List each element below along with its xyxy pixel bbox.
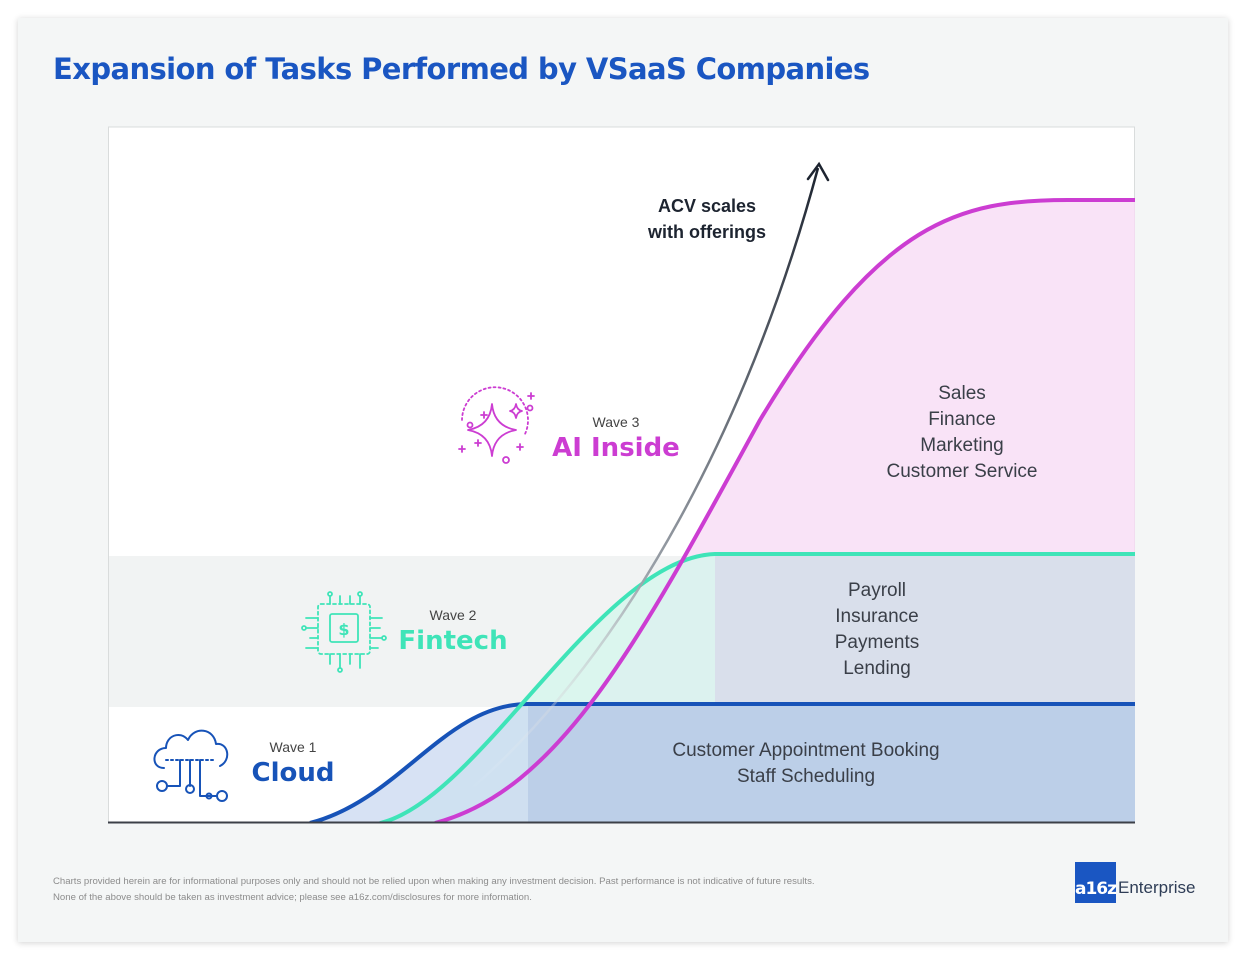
wave1-curve bbox=[309, 702, 1135, 823]
arrow-label-line2: with offerings bbox=[647, 222, 766, 242]
arrow-head-icon bbox=[806, 161, 830, 182]
wave2-name: Fintech bbox=[398, 626, 507, 656]
disclaimer: Charts provided herein are for informati… bbox=[53, 874, 815, 905]
wave1-label: Wave 1 bbox=[270, 739, 317, 755]
wave1-band bbox=[528, 704, 1135, 823]
acv-arrow bbox=[469, 167, 820, 791]
arrow-label-line1: ACV scales bbox=[658, 196, 756, 216]
wave2-task: Payments bbox=[835, 632, 919, 653]
wave2-task: Lending bbox=[843, 658, 911, 679]
wave3-task: Marketing bbox=[920, 435, 1003, 456]
disclaimer-line: None of the above should be taken as inv… bbox=[53, 891, 532, 903]
cloud-network-icon bbox=[153, 729, 229, 802]
sparkles-icon bbox=[458, 386, 535, 464]
wave3-curve bbox=[434, 198, 1135, 823]
wave3-task: Finance bbox=[928, 409, 996, 430]
wave3-name: AI Inside bbox=[552, 433, 680, 463]
brand-name: Enterprise bbox=[1118, 878, 1196, 897]
brand-logo: a16z Enterprise bbox=[1075, 861, 1195, 903]
svg-text:$: $ bbox=[338, 620, 349, 639]
wave2-task: Insurance bbox=[835, 606, 918, 627]
wave1-task: Staff Scheduling bbox=[737, 766, 875, 787]
disclaimer-line: Charts provided herein are for informati… bbox=[53, 876, 815, 887]
dollar-chip-icon: $ bbox=[301, 591, 387, 673]
page-title: Expansion of Tasks Performed by VSaaS Co… bbox=[53, 52, 870, 86]
wave2-band bbox=[715, 554, 1135, 704]
brand-mark: a16z bbox=[1075, 861, 1117, 903]
wave1-name: Cloud bbox=[252, 758, 335, 788]
wave3-task: Sales bbox=[938, 383, 986, 404]
wave1-task: Customer Appointment Booking bbox=[672, 740, 939, 761]
wave2-task: Payroll bbox=[848, 580, 906, 601]
wave2-label: Wave 2 bbox=[430, 607, 477, 623]
wave3-task: Customer Service bbox=[887, 461, 1038, 482]
wave3-label: Wave 3 bbox=[593, 414, 640, 430]
